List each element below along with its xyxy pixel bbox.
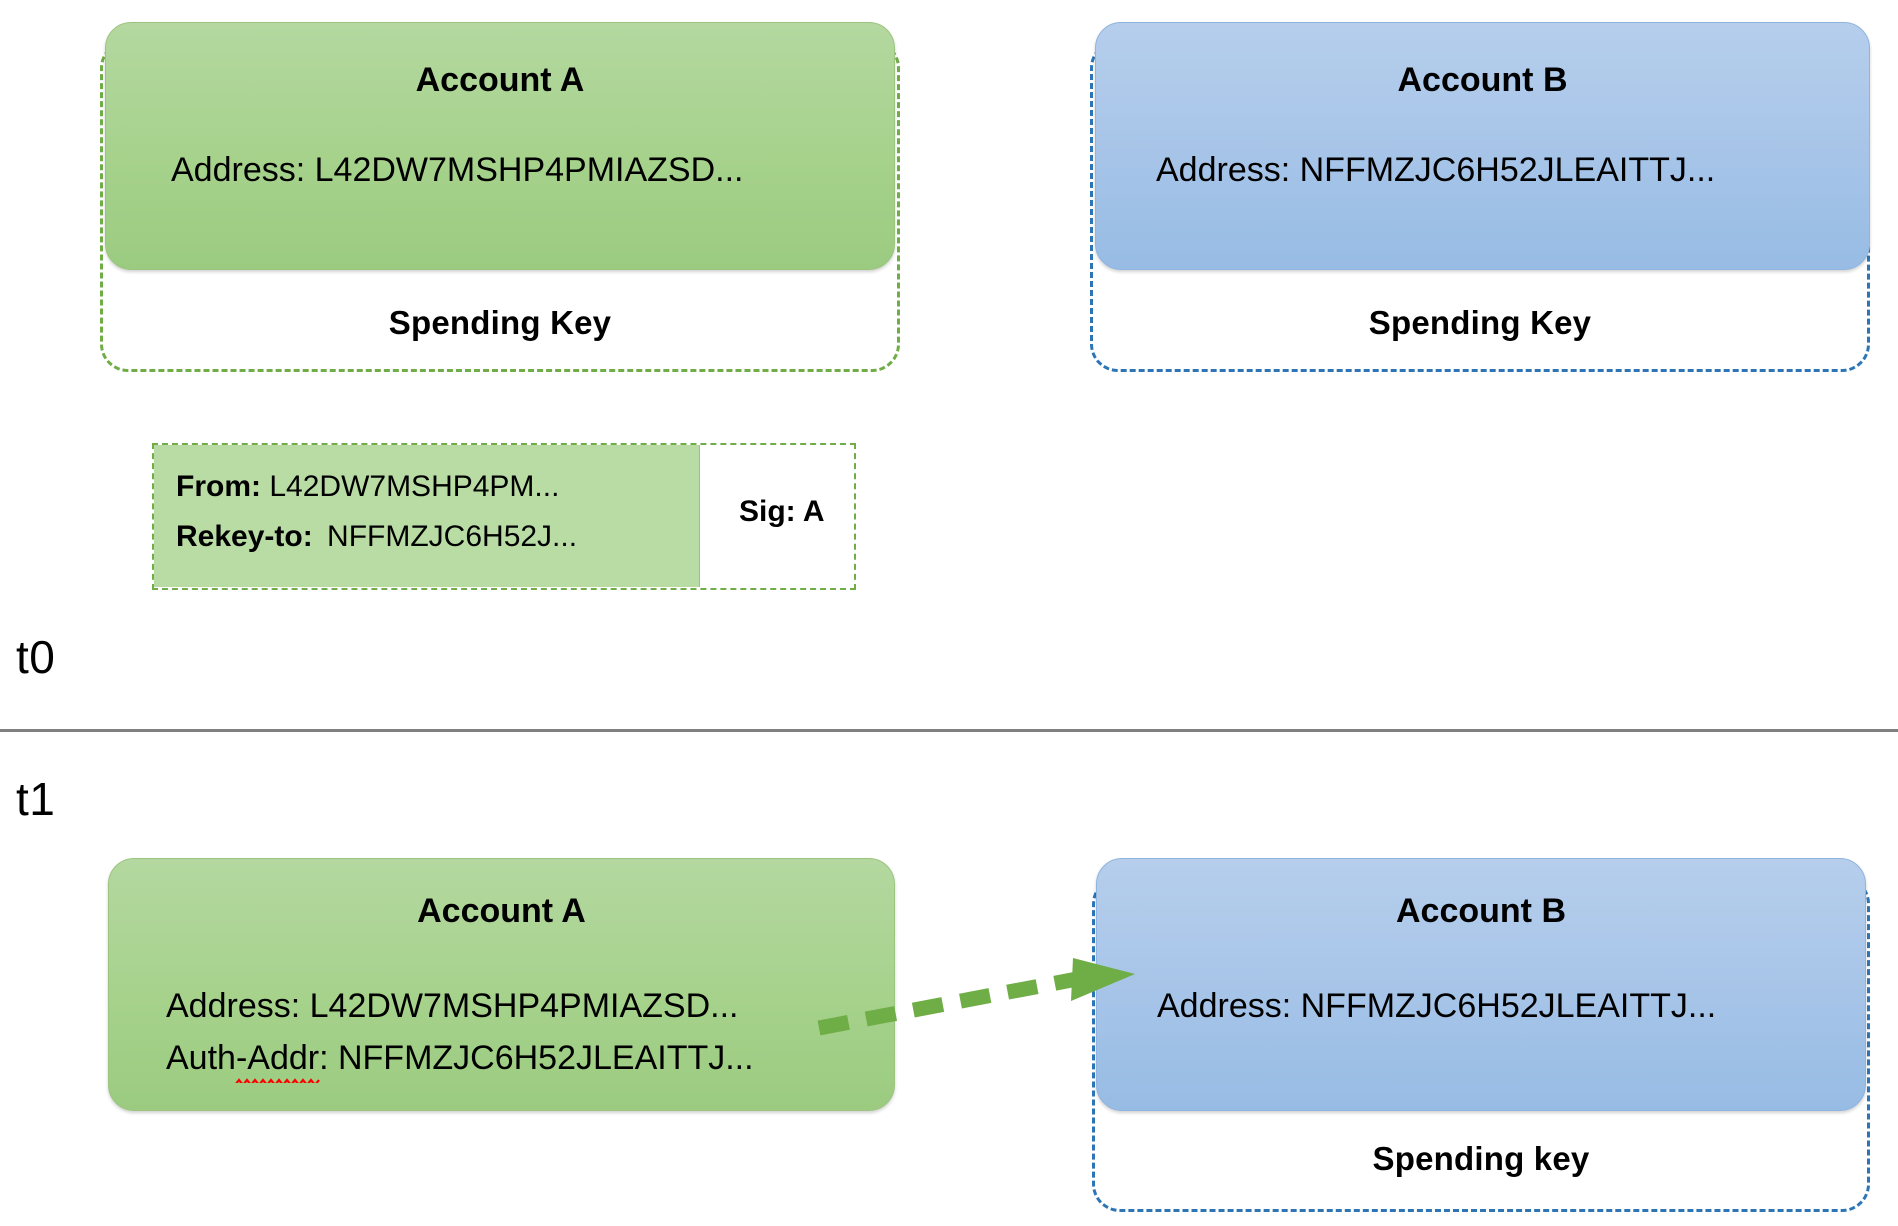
t0-transaction-rekeyto-label: Rekey-to: [176,520,313,553]
t1-account-b-title: Account B [1396,892,1566,930]
t0-account-b-address: Address: NFFMZJC6H52JLEAITTJ... [1156,151,1716,189]
t0-account-a-address: Address: L42DW7MSHP4PMIAZSD... [171,151,744,189]
t0-rekey-transaction-box: From: L42DW7MSHP4PM... Rekey-to: NFFMZJC… [152,443,856,590]
t1-account-a-auth-addr: Auth-Addr: NFFMZJC6H52JLEAITTJ... [166,1039,754,1077]
t0-transaction-from-value: L42DW7MSHP4PM... [269,470,560,503]
t1-account-a-title: Account A [417,892,586,930]
t1-account-b-card: Account B Address: NFFMZJC6H52JLEAITTJ..… [1096,858,1866,1111]
time-label-t1: t1 [16,773,56,825]
t0-account-a-title: Account A [415,61,585,99]
t0-transaction-from-label: From: [176,470,261,503]
t0-account-b-spending-key-label: Spending Key [1368,304,1592,341]
t0-transaction-signature-label: Sig: A [739,495,825,528]
t1-account-a-card: Account A Address: L42DW7MSHP4PMIAZSD...… [108,858,895,1111]
t0-transaction-rekeyto-row: Rekey-to: NFFMZJC6H52J... [176,520,577,554]
t1-account-b-spending-key-label: Spending key [1372,1140,1590,1177]
t0-account-b-title: Account B [1397,61,1568,99]
t0-transaction-from-row: From: L42DW7MSHP4PM... [176,470,559,504]
t1-account-a-address: Address: L42DW7MSHP4PMIAZSD... [166,987,739,1025]
timeline-divider [0,729,1898,732]
spellcheck-squiggle-icon [235,1074,321,1083]
t0-account-b-card: Account B Address: NFFMZJC6H52JLEAITTJ..… [1095,22,1870,270]
t0-transaction-rekeyto-value: NFFMZJC6H52J... [327,520,578,553]
t1-account-b-address: Address: NFFMZJC6H52JLEAITTJ... [1157,987,1717,1025]
t0-account-a-spending-key-label: Spending Key [388,304,612,341]
t0-account-a-card: Account A Address: L42DW7MSHP4PMIAZSD... [105,22,895,270]
t0-transaction-payload-fill [154,445,700,587]
time-label-t0: t0 [16,631,56,683]
